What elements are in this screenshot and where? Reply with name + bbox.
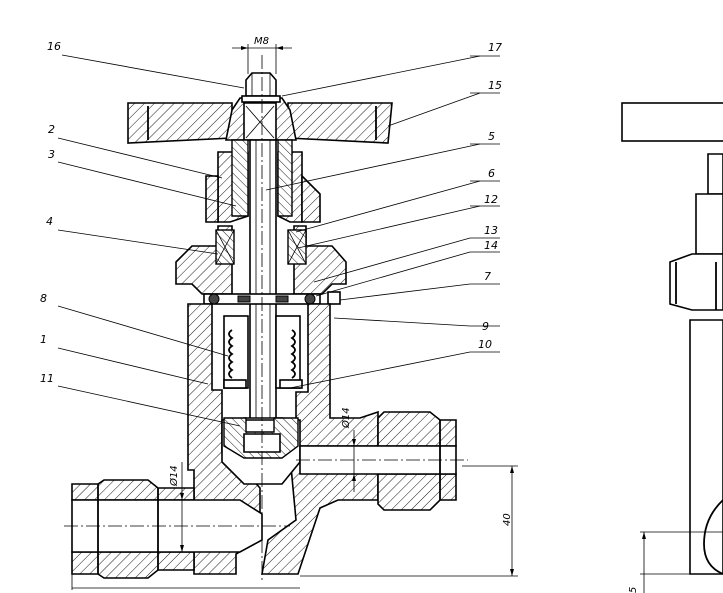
callout-7: 7 [484, 270, 491, 283]
callout-4: 4 [46, 215, 53, 228]
callouts: 16 17 15 2 3 5 6 12 4 13 14 7 8 [40, 40, 502, 427]
callout-5: 5 [488, 130, 495, 143]
dim-outlet: Ø14 [340, 407, 356, 492]
callout-1: 1 [40, 333, 47, 346]
bellows [223, 315, 303, 389]
callout-11: 11 [40, 372, 54, 385]
dim-side-text: 5 [628, 587, 639, 593]
handwheel [127, 97, 393, 144]
dim-thread-text: M8 [254, 36, 269, 47]
exterior-view: 5 [621, 102, 723, 593]
seal-rings [203, 291, 341, 305]
callout-12: 12 [484, 193, 498, 206]
dim-inlet: Ø14 [168, 462, 184, 552]
dim-height-text: 40 [502, 513, 513, 526]
nut [241, 72, 281, 103]
callout-2: 2 [48, 123, 55, 136]
callout-9: 9 [482, 320, 489, 333]
dim-outlet-text: Ø14 [340, 407, 352, 429]
dim-inlet-text: Ø14 [168, 465, 180, 487]
inlet-pipe [71, 479, 263, 579]
callout-8: 8 [40, 292, 47, 305]
outlet-pipe [299, 411, 457, 511]
callout-13: 13 [484, 224, 498, 237]
callout-17: 17 [488, 41, 502, 54]
callout-6: 6 [488, 167, 495, 180]
callout-3: 3 [48, 148, 55, 161]
section-view: M8 Ø14 Ø14 40 [64, 36, 518, 590]
dim-height: 40 [300, 465, 518, 577]
callout-10: 10 [478, 338, 492, 351]
callout-16: 16 [47, 40, 61, 53]
callout-14: 14 [484, 239, 498, 252]
dim-thread: M8 [232, 36, 292, 74]
callout-15: 15 [488, 79, 502, 92]
bonnet [205, 139, 321, 223]
